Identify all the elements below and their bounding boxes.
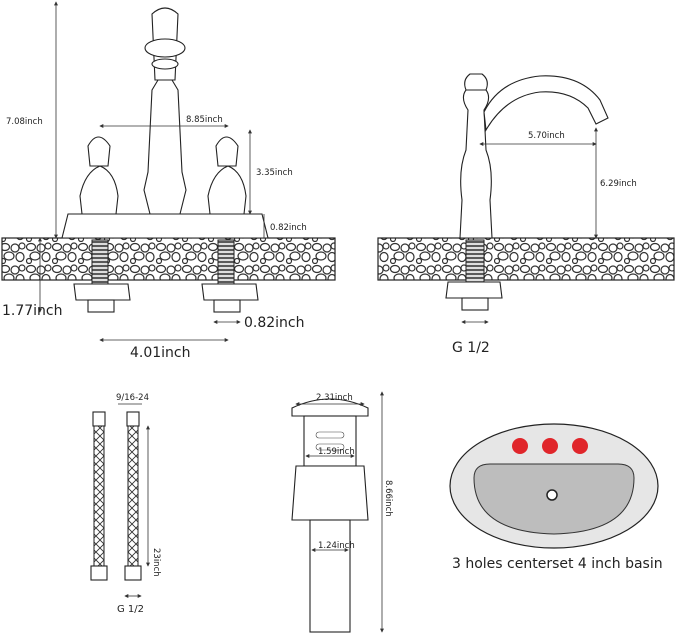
label-hose-nut: 9/16-24 [116, 393, 149, 403]
hose-right-top-nut [126, 411, 140, 427]
spout-collar [144, 38, 186, 58]
side-mount-nut [445, 281, 503, 299]
right-handle-lever [215, 136, 239, 167]
label-hose-thread: G 1/2 [117, 604, 144, 615]
label-drain-height: 8.66inch [383, 480, 393, 517]
hose-left-bottom-nut [90, 565, 108, 581]
drain-slot-1 [315, 431, 345, 439]
front-view: 7.08inch 8.85inch 3.35inch 0.82inch 1.77… [1, 1, 336, 361]
right-shank [217, 239, 235, 285]
left-handle-lever [87, 136, 111, 167]
label-shank-length: 1.77inch [2, 303, 63, 319]
spout-column [143, 79, 187, 215]
label-thread-size: G 1/2 [452, 340, 490, 356]
countertop-front [1, 237, 336, 281]
faucet-base-plate [61, 213, 269, 239]
side-shank [465, 239, 485, 283]
left-shank [91, 239, 109, 285]
drain-body-upper [303, 415, 357, 467]
side-view: 5.70inch 6.29inch G 1/2 [377, 73, 675, 356]
countertop-side [377, 237, 675, 281]
hose-right-braid [127, 425, 139, 567]
right-mount-nut [201, 283, 259, 301]
drain-hole [546, 489, 558, 501]
drain-slot-2 [315, 443, 345, 451]
basin-caption: 3 holes centerset 4 inch basin [452, 556, 663, 572]
drain-nut [291, 465, 369, 521]
label-drain-body: 1.59inch [318, 447, 355, 457]
hose-left-braid [93, 425, 105, 567]
label-center-distance: 4.01inch [130, 345, 191, 361]
left-mount-nut [73, 283, 131, 301]
hose-right-bottom-nut [124, 565, 142, 581]
popup-drain: 2.31inch 1.59inch 1.24inch 8.66inch [291, 391, 393, 633]
label-drain-cap: 2.31inch [316, 393, 353, 403]
side-faucet-cap [464, 73, 488, 91]
left-handle-body [79, 165, 119, 215]
drain-tailpiece [309, 519, 351, 633]
left-shank-end [87, 299, 115, 313]
label-drain-tail: 1.24inch [318, 541, 355, 551]
label-hose-length: 23inch [151, 548, 161, 577]
label-spread: 8.85inch [186, 115, 223, 125]
spout-ring [151, 58, 179, 70]
label-spout-reach: 5.70inch [528, 131, 565, 141]
side-spout-arc [483, 75, 609, 132]
right-shank-end [213, 299, 241, 313]
label-total-height: 7.08inch [6, 117, 43, 127]
hoses: 9/16-24 23inch G 1/2 [90, 393, 161, 615]
label-spout-height: 6.29inch [600, 179, 637, 189]
faucet-hole-left [512, 438, 528, 454]
faucet-hole-center [542, 438, 558, 454]
side-shank-end [461, 297, 489, 311]
basin: 3 holes centerset 4 inch basin [449, 423, 663, 572]
hose-left-top-nut [92, 411, 106, 427]
label-shank-diameter: 0.82inch [244, 315, 305, 331]
right-handle-body [207, 165, 247, 215]
label-handle-height: 3.35inch [256, 168, 293, 178]
label-base-height: 0.82inch [270, 223, 307, 233]
faucet-hole-right [572, 438, 588, 454]
